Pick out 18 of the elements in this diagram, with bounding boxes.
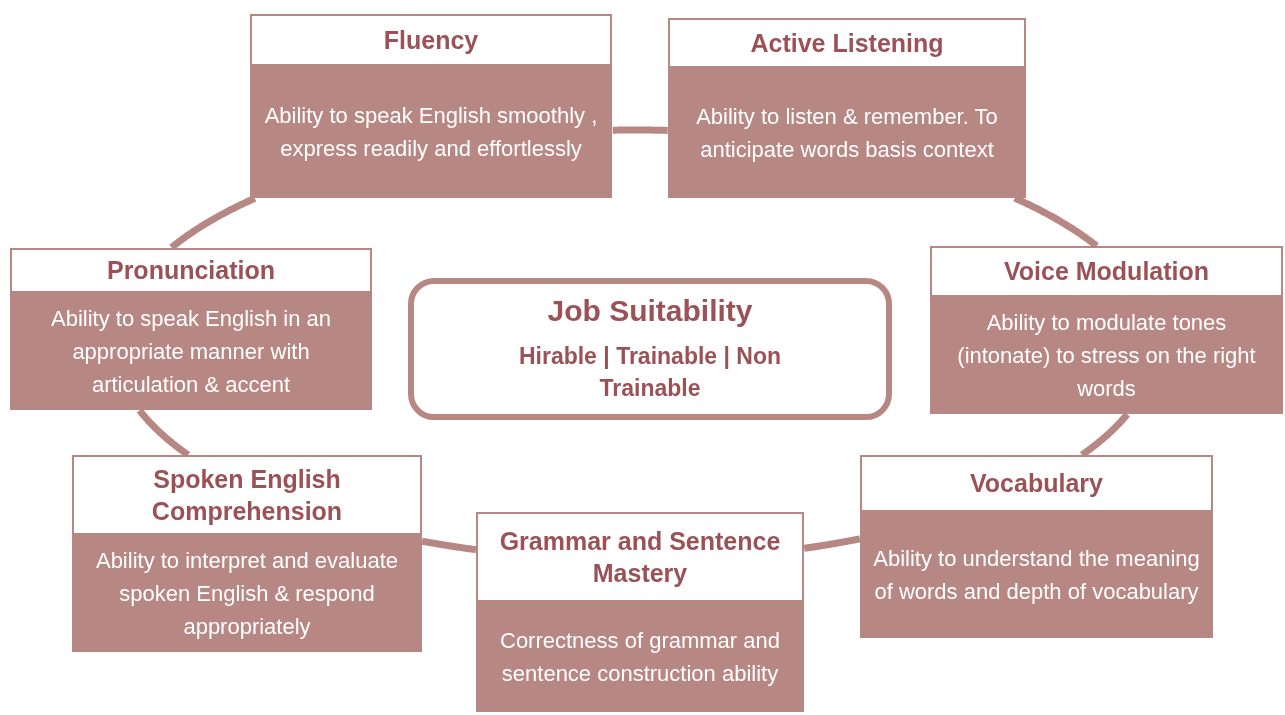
heading-box: Spoken English Comprehension bbox=[72, 455, 422, 535]
heading-box: Voice Modulation bbox=[930, 246, 1283, 297]
description-panel: Ability to speak English in an appropriate manner with articulation & accent bbox=[10, 293, 372, 410]
description-panel: Ability to interpret and evaluate spoken English & respond appropriately bbox=[72, 535, 422, 652]
heading-box: Active Listening bbox=[668, 18, 1026, 68]
description-panel: Ability to modulate tones (intonate) to stress on the right words bbox=[930, 297, 1283, 414]
title-text: Job Suitability bbox=[547, 293, 753, 328]
heading-box: Grammar and Sentence Mastery bbox=[476, 512, 804, 602]
description-panel: Ability to speak English smoothly , express readily and effortlessly bbox=[250, 66, 612, 198]
heading-box: Pronunciation bbox=[10, 248, 372, 293]
description-panel: Correctness of grammar and sentence construction ability bbox=[476, 602, 804, 712]
heading-box: Fluency bbox=[250, 14, 612, 66]
subtitle-text: Hirable | Trainable | Non Trainable bbox=[517, 341, 783, 403]
connector-arc bbox=[168, 195, 258, 251]
heading-box: Vocabulary bbox=[860, 455, 1213, 512]
rounded-box bbox=[408, 278, 892, 420]
description-panel: Ability to understand the meaning of words and depth of vocabulary bbox=[860, 512, 1213, 638]
description-panel: Ability to listen & remember. To anticipate words basis context bbox=[668, 68, 1026, 198]
